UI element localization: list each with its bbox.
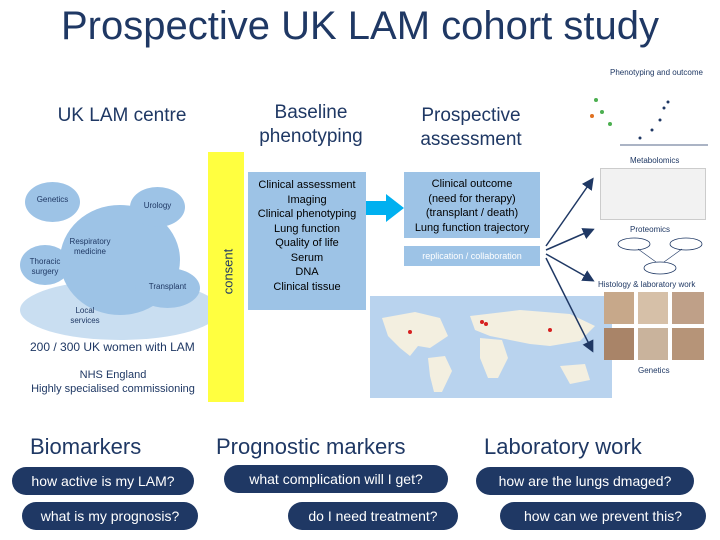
metabolomics-image [600, 168, 706, 220]
question-pill: what complication will I get? [224, 465, 448, 493]
question-pill: do I need treatment? [288, 502, 458, 530]
list-item: (need for therapy) [428, 192, 516, 205]
histology-tile [604, 328, 634, 360]
list-item: DNA [295, 266, 319, 278]
prognostic-markers-heading: Prognostic markers [216, 434, 406, 459]
list-item: Lung function [273, 222, 341, 235]
world-map [370, 296, 612, 398]
respiratory-medicine-label: Respiratory medicine [69, 237, 111, 256]
consent-label: consent [220, 248, 236, 295]
arrow-icon [366, 194, 404, 222]
slide-title: Prospective UK LAM cohort study [60, 4, 660, 48]
histology-tile [638, 328, 668, 360]
list-item: Clinical outcome [431, 178, 513, 190]
transplant-blob [135, 268, 200, 308]
replication-box: replication / collaboration [404, 246, 540, 266]
question-pill: what is my prognosis? [22, 502, 198, 530]
histology-tile [638, 292, 668, 324]
genetics-blob [25, 182, 80, 222]
genetics-panel-label: Genetics [638, 366, 670, 375]
thoracic-surgery-blob [20, 245, 70, 285]
thoracic-surgery-label: Thoracic surgery [29, 257, 61, 276]
uk-lam-centre-header: UK LAM centre [57, 105, 187, 126]
list-item: (transplant / death) [425, 207, 519, 219]
proteomics-label: Proteomics [630, 225, 671, 234]
prospective-assessment-header: Prospective assessment [420, 105, 522, 150]
urology-label: Urology [143, 201, 172, 210]
cohort-size-text: 200 / 300 UK women with LAM [30, 340, 195, 354]
histology-images [604, 292, 704, 362]
nhs-commissioning-text: NHS England Highly specialised commissio… [31, 369, 195, 395]
biomarkers-heading: Biomarkers [30, 434, 142, 459]
list-item: Lung function trajectory [414, 221, 530, 234]
prospective-items-list: Clinical outcome (need for therapy) (trans… [404, 172, 540, 235]
urology-blob [130, 187, 185, 227]
replication-label: replication / collaboration [422, 251, 522, 261]
genetics-label: Genetics [36, 195, 69, 204]
baseline-phenotyping-header: Baseline phenotyping [259, 102, 363, 147]
list-item: Quality of life [275, 237, 339, 249]
question-pill: how are the lungs dmaged? [476, 467, 694, 495]
histology-label: Histology & laboratory work [598, 280, 696, 289]
histology-tile [672, 292, 704, 324]
connector-arrows [545, 177, 595, 353]
phenotyping-plot [590, 98, 708, 146]
histology-tile [604, 292, 634, 324]
prospective-box: Clinical outcome (need for therapy) (trans… [404, 172, 540, 238]
question-pill: how active is my LAM? [12, 467, 194, 495]
list-item: Clinical phenotyping [257, 208, 357, 220]
phenotyping-outcome-label: Phenotyping and outcome [610, 68, 703, 77]
list-item: Imaging [287, 193, 327, 206]
list-item: Serum [290, 251, 324, 264]
local-services-label: Local services [70, 306, 100, 325]
transplant-label: Transplant [148, 282, 187, 291]
laboratory-work-heading: Laboratory work [484, 434, 642, 459]
consent-bar: consent [208, 152, 244, 402]
list-item: Clinical assessment [258, 179, 356, 191]
metabolomics-label: Metabolomics [630, 156, 680, 165]
question-pill: how can we prevent this? [500, 502, 706, 530]
histology-tile [672, 328, 704, 360]
list-item: Clinical tissue [273, 280, 341, 293]
proteomics-network [617, 237, 703, 275]
